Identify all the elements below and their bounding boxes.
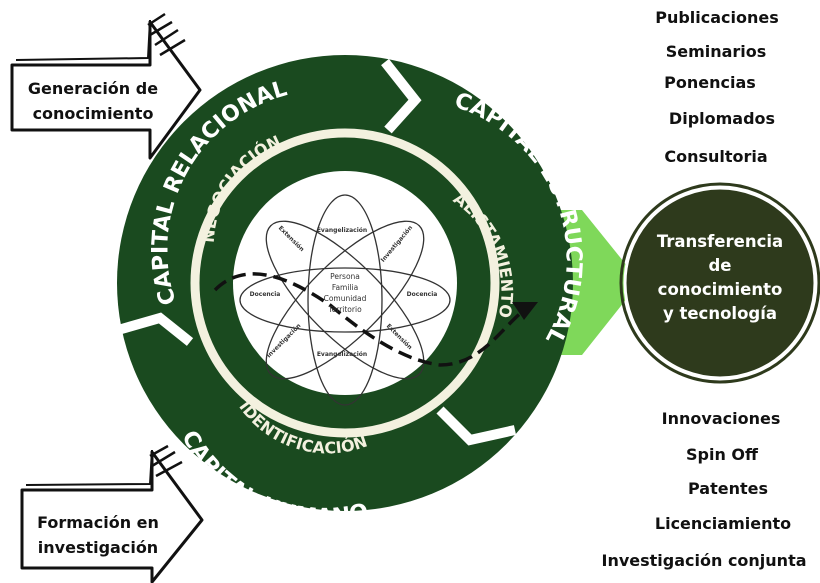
- input-arrow-top: [10, 12, 202, 160]
- input-label-line: investigación: [37, 538, 159, 557]
- atom-label: Docencia: [250, 291, 281, 298]
- output-item: Consultoria: [664, 147, 768, 166]
- target-label-line: Transferencia: [656, 232, 784, 251]
- atom-label: Evangelización: [317, 227, 367, 234]
- output-item: Ponencias: [664, 73, 756, 92]
- input-arrow-bottom: [20, 444, 204, 583]
- atom-center-line: Familia: [332, 283, 358, 292]
- separator-ring: [190, 128, 500, 438]
- atom-label: Evangelización: [317, 351, 367, 358]
- target-label-line: y tecnología: [662, 304, 778, 323]
- input-label-generacion: Generación de conocimiento: [18, 76, 168, 126]
- trajectory-line: [213, 272, 524, 367]
- output-item: Patentes: [687, 479, 769, 498]
- input-label-line: conocimiento: [32, 104, 154, 123]
- target-label: Transferencia de conocimiento y tecnolog…: [636, 230, 804, 326]
- target-label-line: de: [708, 256, 732, 275]
- output-item: Diplomados: [668, 109, 776, 128]
- target-ring-outer: [619, 182, 820, 384]
- atom-center-line: Comunidad: [324, 294, 367, 303]
- trajectory-arrowhead: [512, 302, 538, 320]
- output-item: Spin Off: [686, 445, 758, 464]
- target-circle: [623, 186, 817, 380]
- input-label-line: Generación de: [27, 79, 159, 98]
- input-label-line: Formación en: [37, 513, 159, 532]
- atom-center-line: Persona: [330, 272, 360, 281]
- output-item: Innovaciones: [661, 409, 781, 428]
- target-label-line: conocimiento: [657, 280, 783, 299]
- input-label-formacion: Formación en investigación: [28, 510, 168, 560]
- transfer-arrow: [555, 210, 640, 355]
- atom-center-line: Territorio: [327, 305, 362, 314]
- output-item: Publicaciones: [655, 8, 779, 27]
- ring-gap-top: [381, 58, 422, 134]
- output-item: Investigación conjunta: [601, 551, 807, 570]
- ring-gap-left: [116, 312, 194, 346]
- atom-label: Docencia: [407, 291, 438, 298]
- inner-disc: [233, 171, 457, 395]
- output-item: Licenciamiento: [654, 514, 792, 533]
- ring-gap-right: [436, 406, 517, 446]
- atom-orbits: [239, 194, 451, 406]
- output-item: Seminarios: [665, 42, 767, 61]
